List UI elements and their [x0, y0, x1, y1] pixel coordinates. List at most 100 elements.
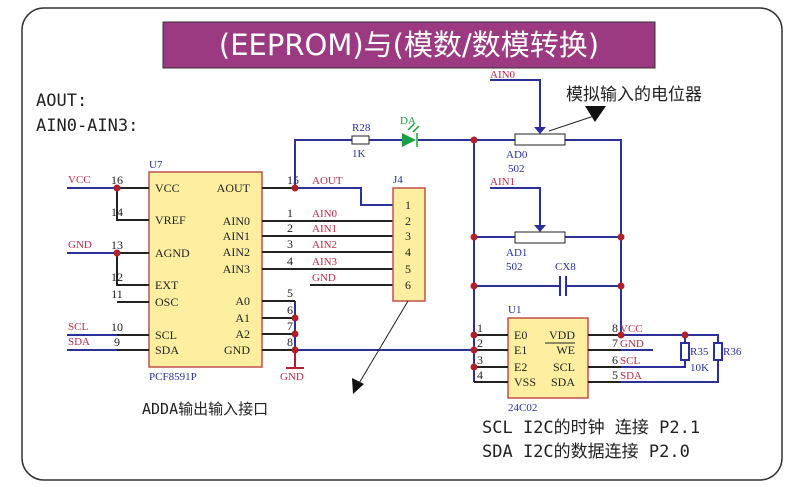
- net-label: VCC: [68, 174, 91, 186]
- u1-pin-name: E2: [514, 360, 527, 374]
- ad0-value: 502: [508, 163, 525, 175]
- cx8-ref: CX8: [555, 261, 576, 273]
- r36-resistor: [713, 342, 723, 361]
- j4-ref: J4: [393, 174, 403, 186]
- u7-pin-number: 15: [287, 173, 299, 187]
- j4-pin-number: 6: [405, 278, 411, 292]
- u7-pin-name: AIN3: [223, 262, 250, 276]
- u7-pin-name: SDA: [155, 343, 179, 357]
- u7-pin-name: EXT: [155, 278, 179, 292]
- gnd-label: GND: [280, 371, 304, 383]
- u7-pin-number: 11: [111, 287, 123, 301]
- scl-note: SCL I2C的时钟 连接 P2.1: [482, 418, 700, 438]
- u1-pin-number: 1: [477, 321, 483, 335]
- u7-pin-number: 1: [287, 206, 293, 220]
- r36-ref: R36: [723, 346, 742, 358]
- u1-pin-name: VSS: [514, 375, 536, 389]
- r35-value: 10K: [690, 362, 709, 374]
- u1-pin-number: 6: [612, 353, 618, 367]
- u7-pin-name: AOUT: [217, 181, 251, 195]
- u1-part: 24C02: [508, 402, 537, 414]
- u7-pin-name: VCC: [155, 181, 180, 195]
- net-label: AIN1: [312, 223, 337, 235]
- u1-pin-number: 7: [612, 336, 618, 350]
- j4-pin-number: 2: [405, 214, 411, 228]
- j4-gnd-net: GND: [312, 272, 336, 284]
- u7-pin-name: A2: [235, 327, 250, 341]
- j4-pin-number: 3: [405, 229, 411, 243]
- r28-resistor: [351, 135, 370, 145]
- r28-value: 1K: [352, 148, 366, 160]
- u7-pin-name: VREF: [155, 213, 186, 227]
- u1-pin-number: 4: [477, 368, 483, 382]
- ad1-pot: [514, 231, 566, 244]
- ad1-ref: AD1: [506, 247, 527, 259]
- u7-pin-name: A1: [235, 311, 250, 325]
- u1-pin-name: SDA: [551, 375, 575, 389]
- u7-pin-name: AIN2: [223, 245, 250, 259]
- u7-pin-number: 7: [287, 319, 293, 333]
- u1-pin-number: 3: [477, 353, 483, 367]
- u7-pin-name: OSC: [155, 295, 178, 309]
- net-label: SDA: [68, 336, 90, 348]
- u7-pin-name: AIN1: [223, 229, 250, 243]
- net-label: AIN0: [312, 208, 338, 220]
- u1-pin-name: SCL: [553, 360, 575, 374]
- j4-pin-number: 1: [405, 198, 411, 212]
- u1-ref: U1: [508, 304, 521, 316]
- net-label: AOUT: [312, 175, 343, 187]
- u1-pin-number: 2: [477, 336, 483, 350]
- u7-pin-number: 3: [287, 237, 293, 251]
- adda-callout: ADDA输出输入接口: [142, 400, 268, 418]
- net-label: VCC: [620, 323, 643, 335]
- u7-pin-name: AGND: [155, 246, 190, 260]
- u7-pin-name: A0: [235, 294, 250, 308]
- u1-pin-name: E0: [514, 328, 527, 342]
- u1-pin-name: WE: [556, 343, 575, 357]
- note-aout: AOUT:: [36, 91, 87, 111]
- ad0-net: AIN0: [490, 69, 516, 81]
- net-label: GND: [620, 338, 644, 350]
- cx8-capacitor: [559, 276, 567, 296]
- net-label: SCL: [68, 321, 88, 333]
- j4-pin-number: 5: [405, 262, 411, 276]
- j4-pin-number: 4: [405, 245, 411, 259]
- led-icon: [402, 133, 416, 147]
- u7-pin-name: SCL: [155, 328, 177, 342]
- u7-pcf8591: U7 PCF8591P VCC16VCCVREF14AGND13GNDEXT12…: [68, 159, 343, 383]
- u7-pin-number: 10: [111, 320, 123, 334]
- u1-pin-name: E1: [514, 343, 527, 357]
- u7-ref: U7: [149, 159, 163, 171]
- pot-callout: 模拟输入的电位器: [566, 85, 702, 105]
- sda-note: SDA I2C的数据连接 P2.0: [482, 442, 690, 462]
- ad0-ref: AD0: [506, 149, 528, 161]
- net-label: GND: [68, 239, 92, 251]
- u7-pin-name: AIN0: [223, 214, 250, 228]
- net-label: SDA: [620, 370, 642, 382]
- u7-pin-number: 16: [111, 173, 123, 187]
- net-label: AIN3: [312, 256, 338, 268]
- u7-part: PCF8591P: [149, 371, 197, 383]
- r28-ref: R28: [352, 122, 371, 134]
- ad1-net: AIN1: [490, 176, 515, 188]
- led-ref: DA: [400, 115, 416, 127]
- u1-pin-number: 8: [612, 321, 618, 335]
- u7-pin-name: GND: [224, 343, 250, 357]
- note-ain: AIN0-AIN3:: [36, 116, 138, 136]
- r35-resistor: [680, 342, 690, 361]
- u7-pin-number: 6: [287, 303, 293, 317]
- u7-pin-number: 9: [114, 335, 120, 349]
- title-bar: [162, 21, 656, 69]
- u7-pin-number: 2: [287, 221, 293, 235]
- ad1-value: 502: [506, 261, 523, 273]
- ad0-pot: [514, 133, 566, 146]
- u7-pin-number: 5: [287, 286, 293, 300]
- u7-pin-number: 13: [111, 238, 123, 252]
- u7-pin-number: 4: [287, 254, 293, 268]
- u1-pin-number: 5: [612, 368, 618, 382]
- u1-pin-name: VDD: [549, 328, 575, 342]
